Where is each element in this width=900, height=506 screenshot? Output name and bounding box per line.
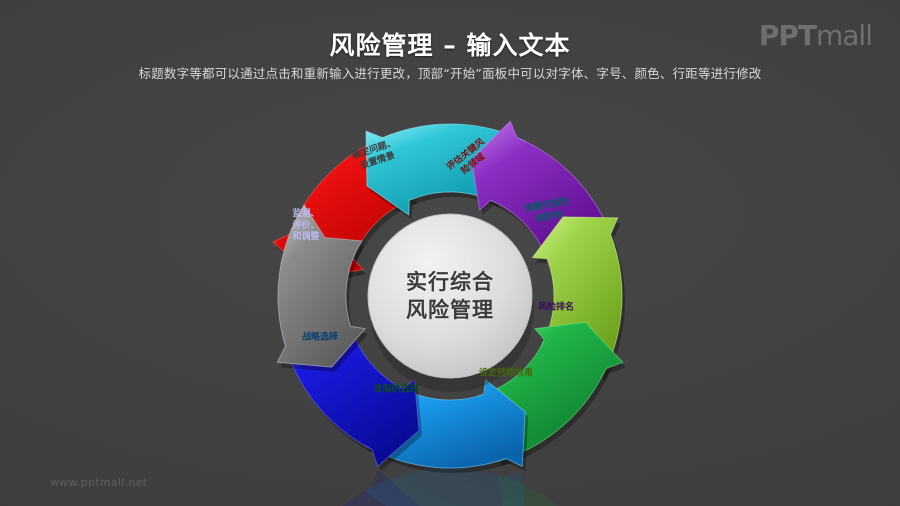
wheel-reflection xyxy=(342,468,558,506)
page-title: 风险管理 – 输入文本 xyxy=(329,31,571,60)
site-watermark: www.pptmall.net xyxy=(50,476,148,489)
center-line-1: 实行综合 xyxy=(406,270,494,294)
page-subtitle: 标题数字等都可以通过点击和重新输入进行更改，顶部“开始”面板中可以对字体、字号、… xyxy=(138,66,762,81)
center-disc xyxy=(367,213,534,392)
logo-ppt: PPT xyxy=(758,19,817,52)
segment-define-problem-set-scenario[interactable] xyxy=(276,203,367,368)
cycle-wheel-svg xyxy=(272,120,626,506)
risk-management-cycle-diagram: 评估关键风 险领域测量可能性 和影响风险排名设定预期效果发展的选择战略选择监测、… xyxy=(248,108,652,506)
wheel-segments xyxy=(272,120,626,474)
center-label: 实行综合 风险管理 xyxy=(352,226,548,366)
center-line-2: 风险管理 xyxy=(406,298,494,322)
pptmall-logo: PPTmall xyxy=(758,19,873,52)
center-disc-face xyxy=(367,213,533,379)
segment-reflection xyxy=(342,469,419,506)
logo-mall: mall xyxy=(816,19,873,52)
